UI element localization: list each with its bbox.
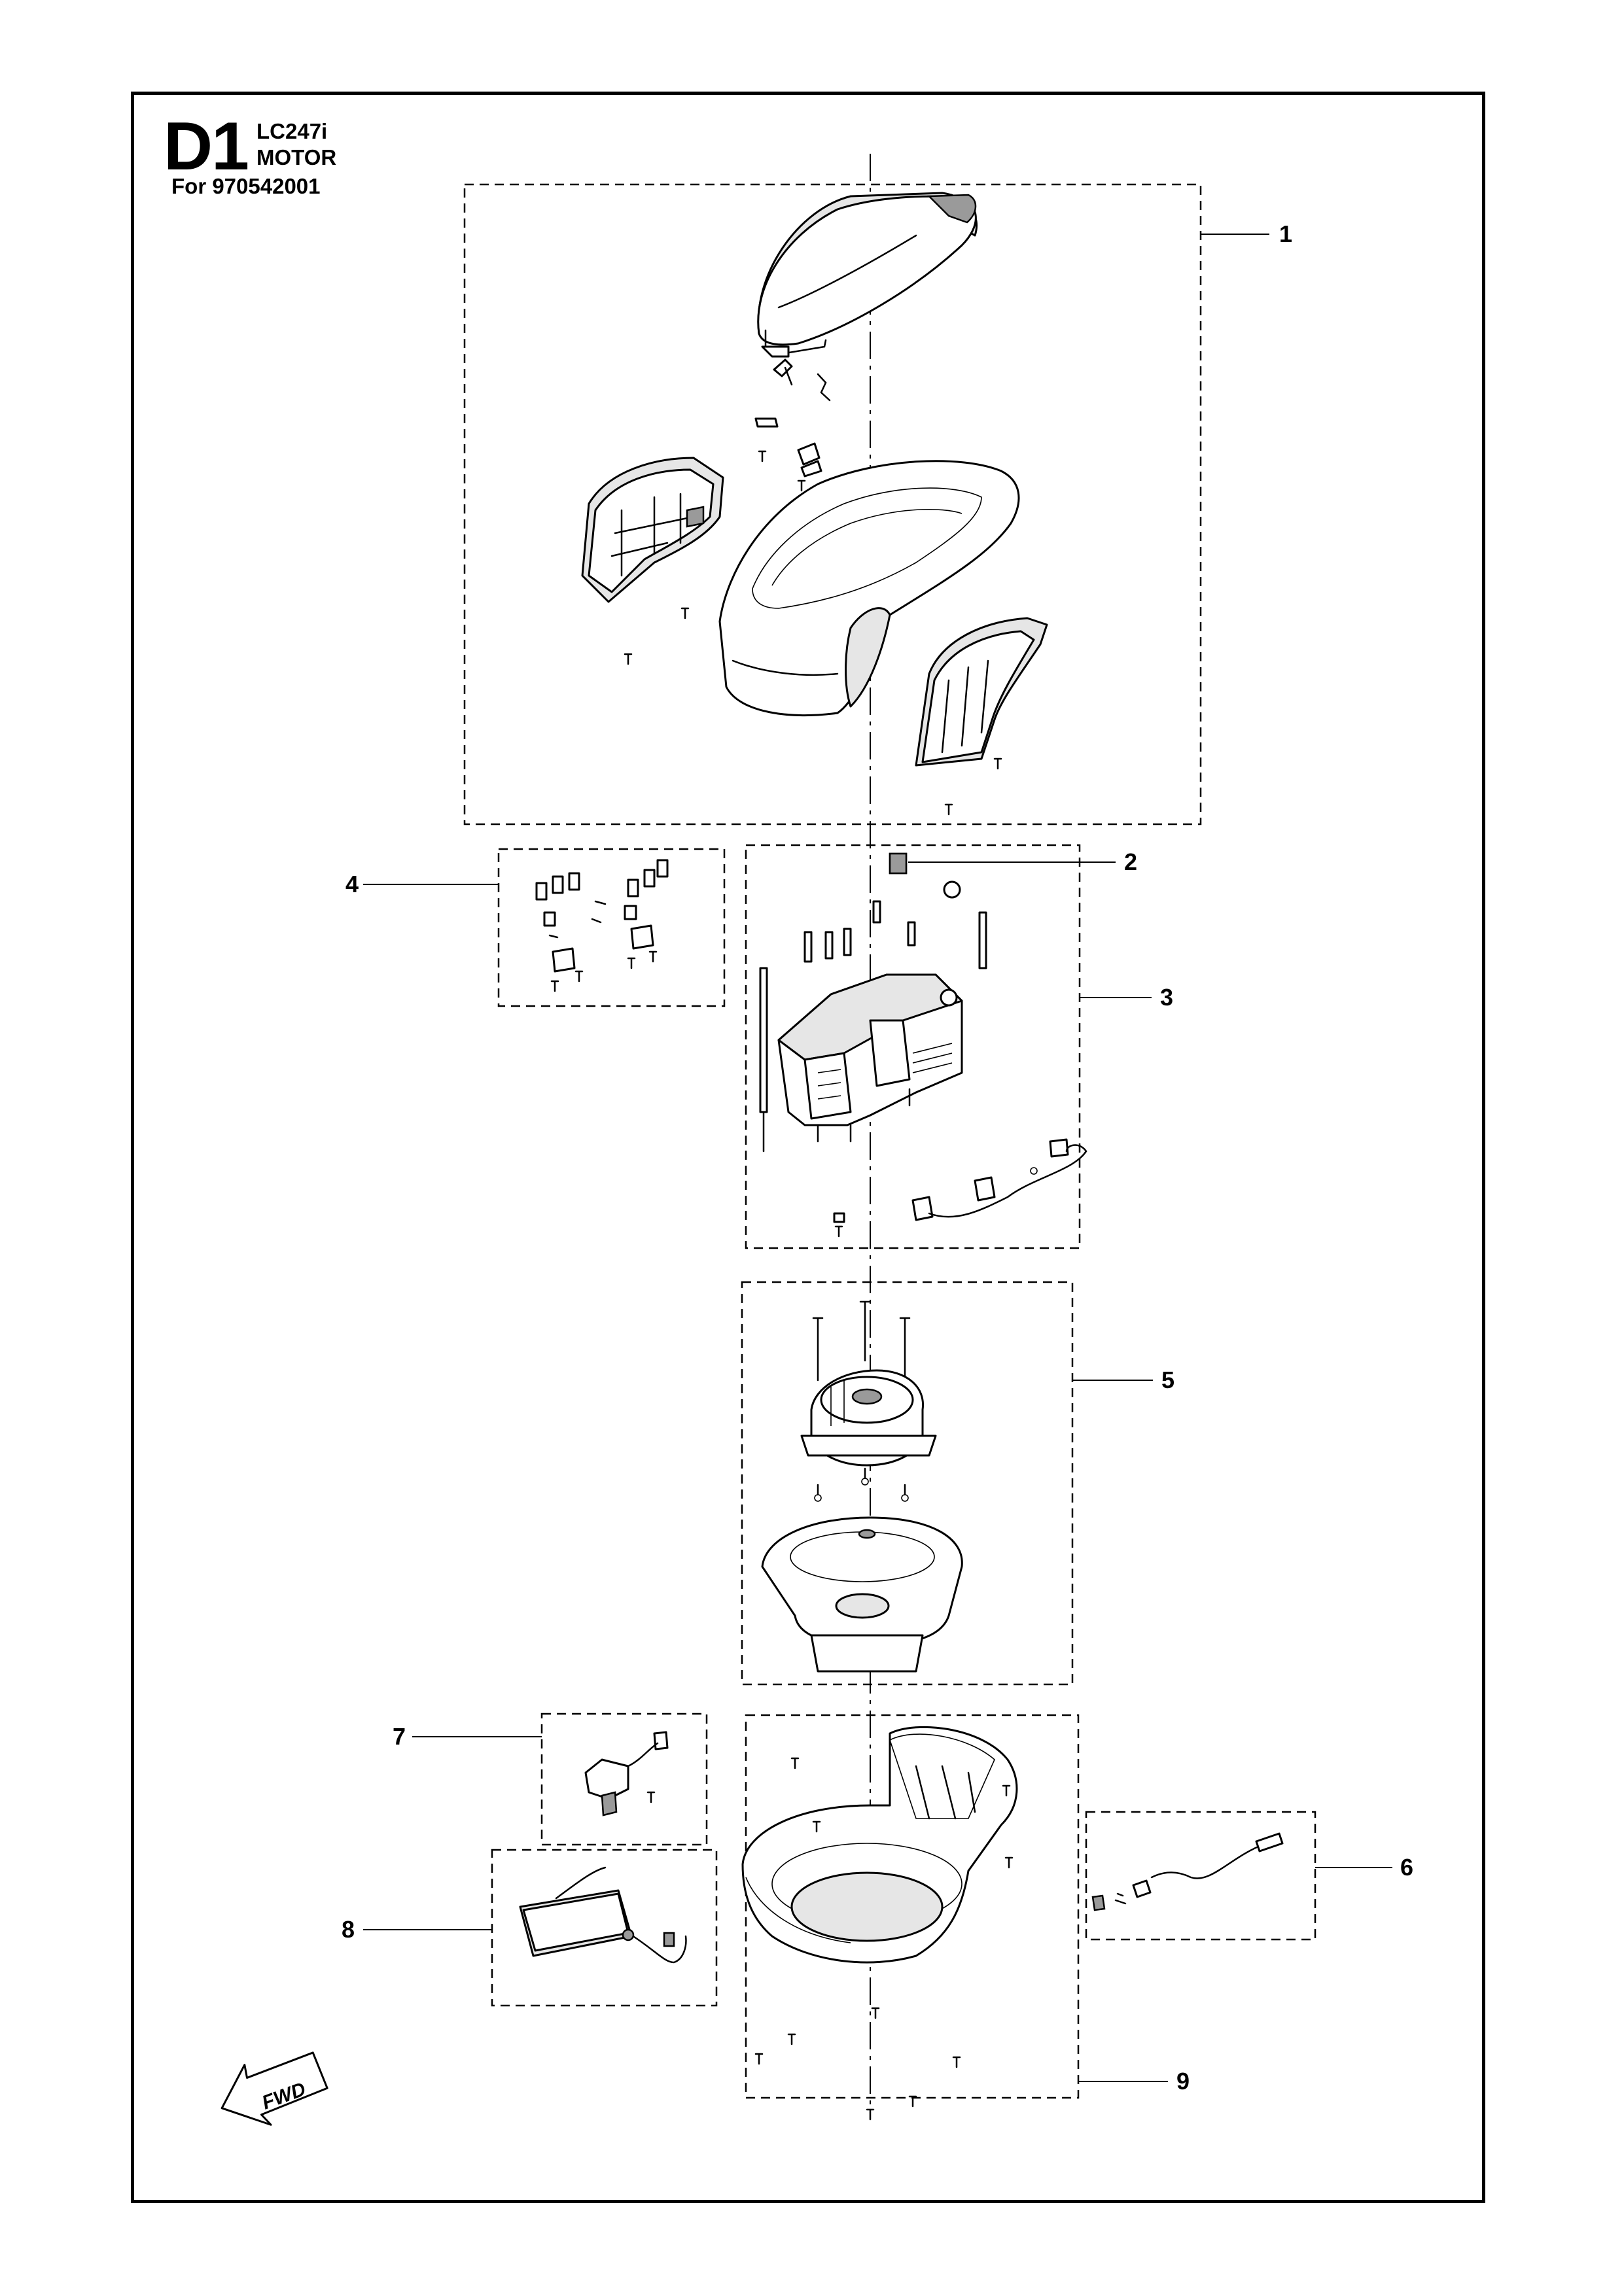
part-group-4: 4 bbox=[345, 848, 726, 1007]
charging-rod bbox=[759, 967, 768, 1153]
callout-9: 9 bbox=[1176, 2068, 1190, 2095]
callout-2: 2 bbox=[1124, 848, 1137, 875]
part-group-6: 6 bbox=[1085, 1811, 1413, 1941]
callout-6: 6 bbox=[1400, 1854, 1413, 1881]
chassis-part bbox=[741, 1726, 1018, 1964]
model-number: LC247i bbox=[256, 119, 328, 143]
part-group-9: 9 bbox=[741, 1714, 1190, 2121]
group-box-3 bbox=[745, 844, 1081, 1249]
callout-3: 3 bbox=[1160, 984, 1173, 1011]
connector-clips-set bbox=[535, 859, 669, 973]
diagram-code: D1 bbox=[164, 109, 249, 184]
part-group-3: 3 2 bbox=[745, 844, 1173, 1249]
part-group-5: 5 bbox=[741, 1281, 1174, 1686]
group-box-4 bbox=[497, 848, 726, 1007]
callout-8: 8 bbox=[342, 1916, 355, 1943]
sensor-cable-part bbox=[1091, 1832, 1284, 1911]
group-box-8 bbox=[491, 1849, 718, 2007]
battery-housing bbox=[777, 973, 963, 1143]
callout-1: 1 bbox=[1279, 220, 1292, 247]
left-side-panel bbox=[581, 457, 724, 603]
top-cover-part bbox=[757, 192, 978, 358]
motor-part bbox=[800, 1369, 937, 1467]
part-group-2-fuse bbox=[889, 852, 908, 875]
clip-screws bbox=[550, 950, 658, 992]
fwd-arrow-icon: FWD bbox=[221, 2051, 328, 2126]
part-group-1: 1 bbox=[463, 183, 1292, 826]
motor-mount-ring bbox=[761, 1516, 963, 1673]
diagram-title: MOTOR bbox=[256, 145, 337, 169]
right-side-panel bbox=[915, 617, 1048, 816]
group-box-7 bbox=[540, 1713, 708, 1846]
group-box-6 bbox=[1085, 1811, 1316, 1941]
housing-screws bbox=[803, 900, 916, 963]
for-part-number: For 970542001 bbox=[171, 174, 321, 198]
callout-5: 5 bbox=[1161, 1366, 1174, 1393]
group-box-5 bbox=[741, 1281, 1074, 1686]
contact-screws bbox=[833, 1212, 845, 1238]
part-group-8: 8 bbox=[342, 1849, 718, 2007]
motor-screws bbox=[812, 1300, 911, 1382]
cover-clips bbox=[754, 358, 831, 478]
motor-nuts bbox=[814, 1467, 909, 1502]
power-supply-part bbox=[519, 1866, 687, 1964]
main-housing-shell bbox=[718, 460, 1020, 717]
chassis-screws bbox=[754, 1757, 1014, 2121]
part-group-7: 7 bbox=[393, 1713, 708, 1846]
drawing-frame bbox=[131, 92, 1485, 2203]
group-box-1 bbox=[463, 183, 1202, 826]
charging-contacts-harness bbox=[911, 1138, 1087, 1221]
callout-4: 4 bbox=[345, 871, 359, 897]
wiring-harness-part bbox=[584, 1731, 669, 1817]
callout-7: 7 bbox=[393, 1723, 406, 1750]
cover-screws-top bbox=[624, 450, 806, 665]
